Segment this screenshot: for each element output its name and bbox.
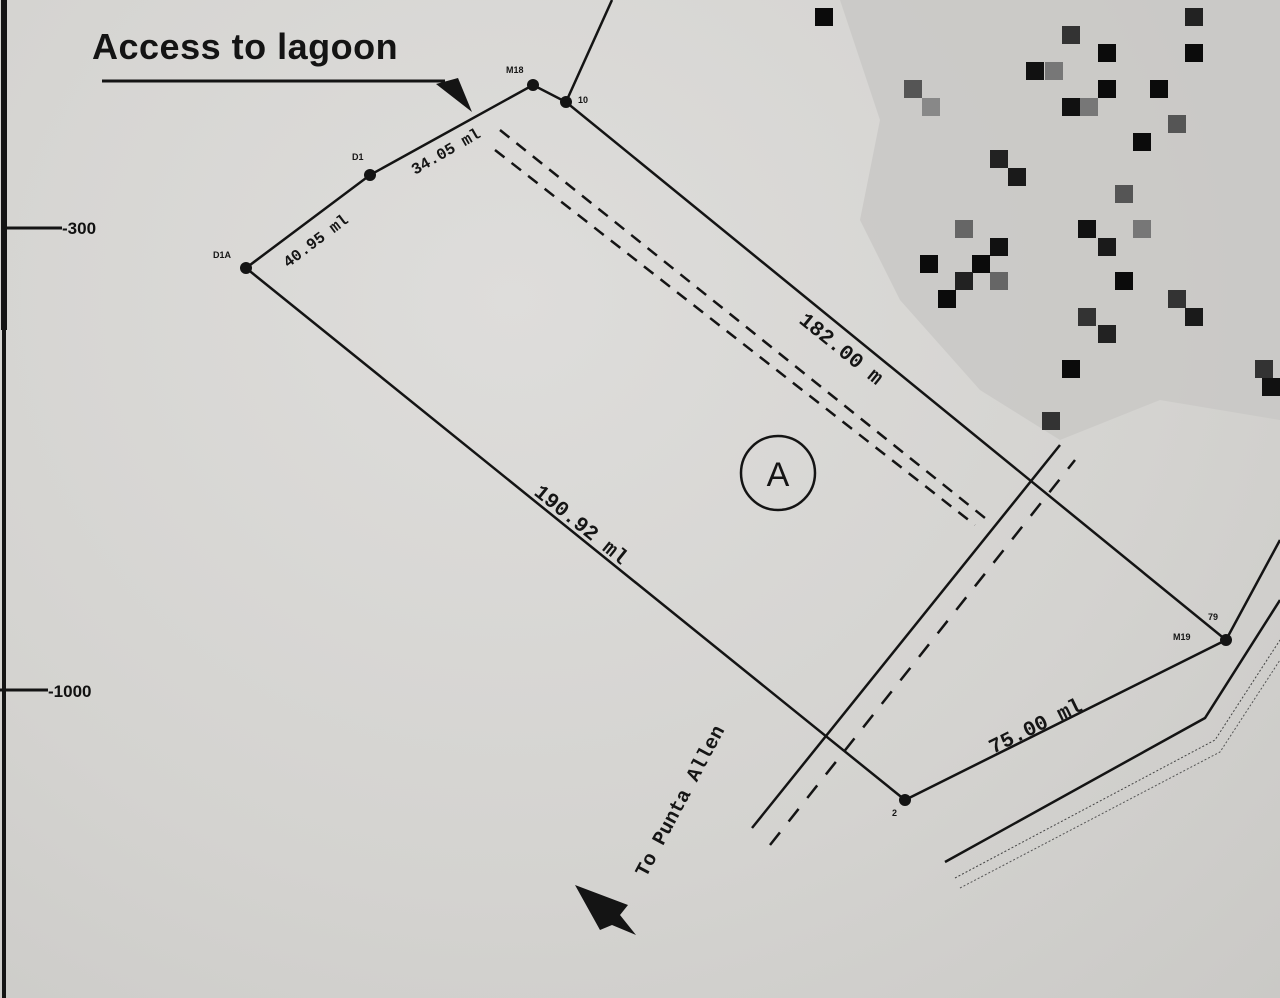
point-d1a-marker — [240, 262, 252, 274]
easement-dashed-line-2 — [494, 149, 976, 526]
point-m18-marker — [527, 79, 539, 91]
dimension-se-short: 75.00 ml — [986, 695, 1087, 760]
dimension-nw-short-2: 40.95 ml — [280, 211, 352, 272]
point-label-2: 2 — [892, 808, 897, 818]
direction-to-punta-allen: To Punta Allen — [632, 722, 731, 881]
dimension-sw-long: 190.92 ml — [529, 482, 632, 571]
point-label-10: 10 — [578, 95, 588, 105]
point-label-m19: M19 — [1173, 632, 1191, 642]
grid-tick-upper-label: -300 — [62, 219, 96, 238]
grid-tick-lower-label: -1000 — [48, 682, 91, 701]
access-to-lagoon-title: Access to lagoon — [92, 26, 399, 67]
redacted-pixelated-area — [815, 0, 1280, 440]
point-m19-marker — [1220, 634, 1232, 646]
point-label-d1a: D1A — [213, 250, 232, 260]
direction-arrow-icon — [575, 885, 636, 935]
road-dashed-line — [769, 459, 1076, 846]
point-label-79: 79 — [1208, 612, 1218, 622]
point-2-marker — [899, 794, 911, 806]
access-arrow-head-icon — [436, 78, 472, 112]
point-d1-marker — [364, 169, 376, 181]
lot-label-circle — [739, 434, 817, 512]
lot-label-a: A — [767, 456, 790, 494]
road-line — [751, 444, 1061, 829]
dimension-ne-long: 182.00 m — [794, 310, 887, 391]
point-label-m18: M18 — [506, 65, 524, 75]
point-label-d1: D1 — [352, 152, 364, 162]
point-10-marker — [560, 96, 572, 108]
